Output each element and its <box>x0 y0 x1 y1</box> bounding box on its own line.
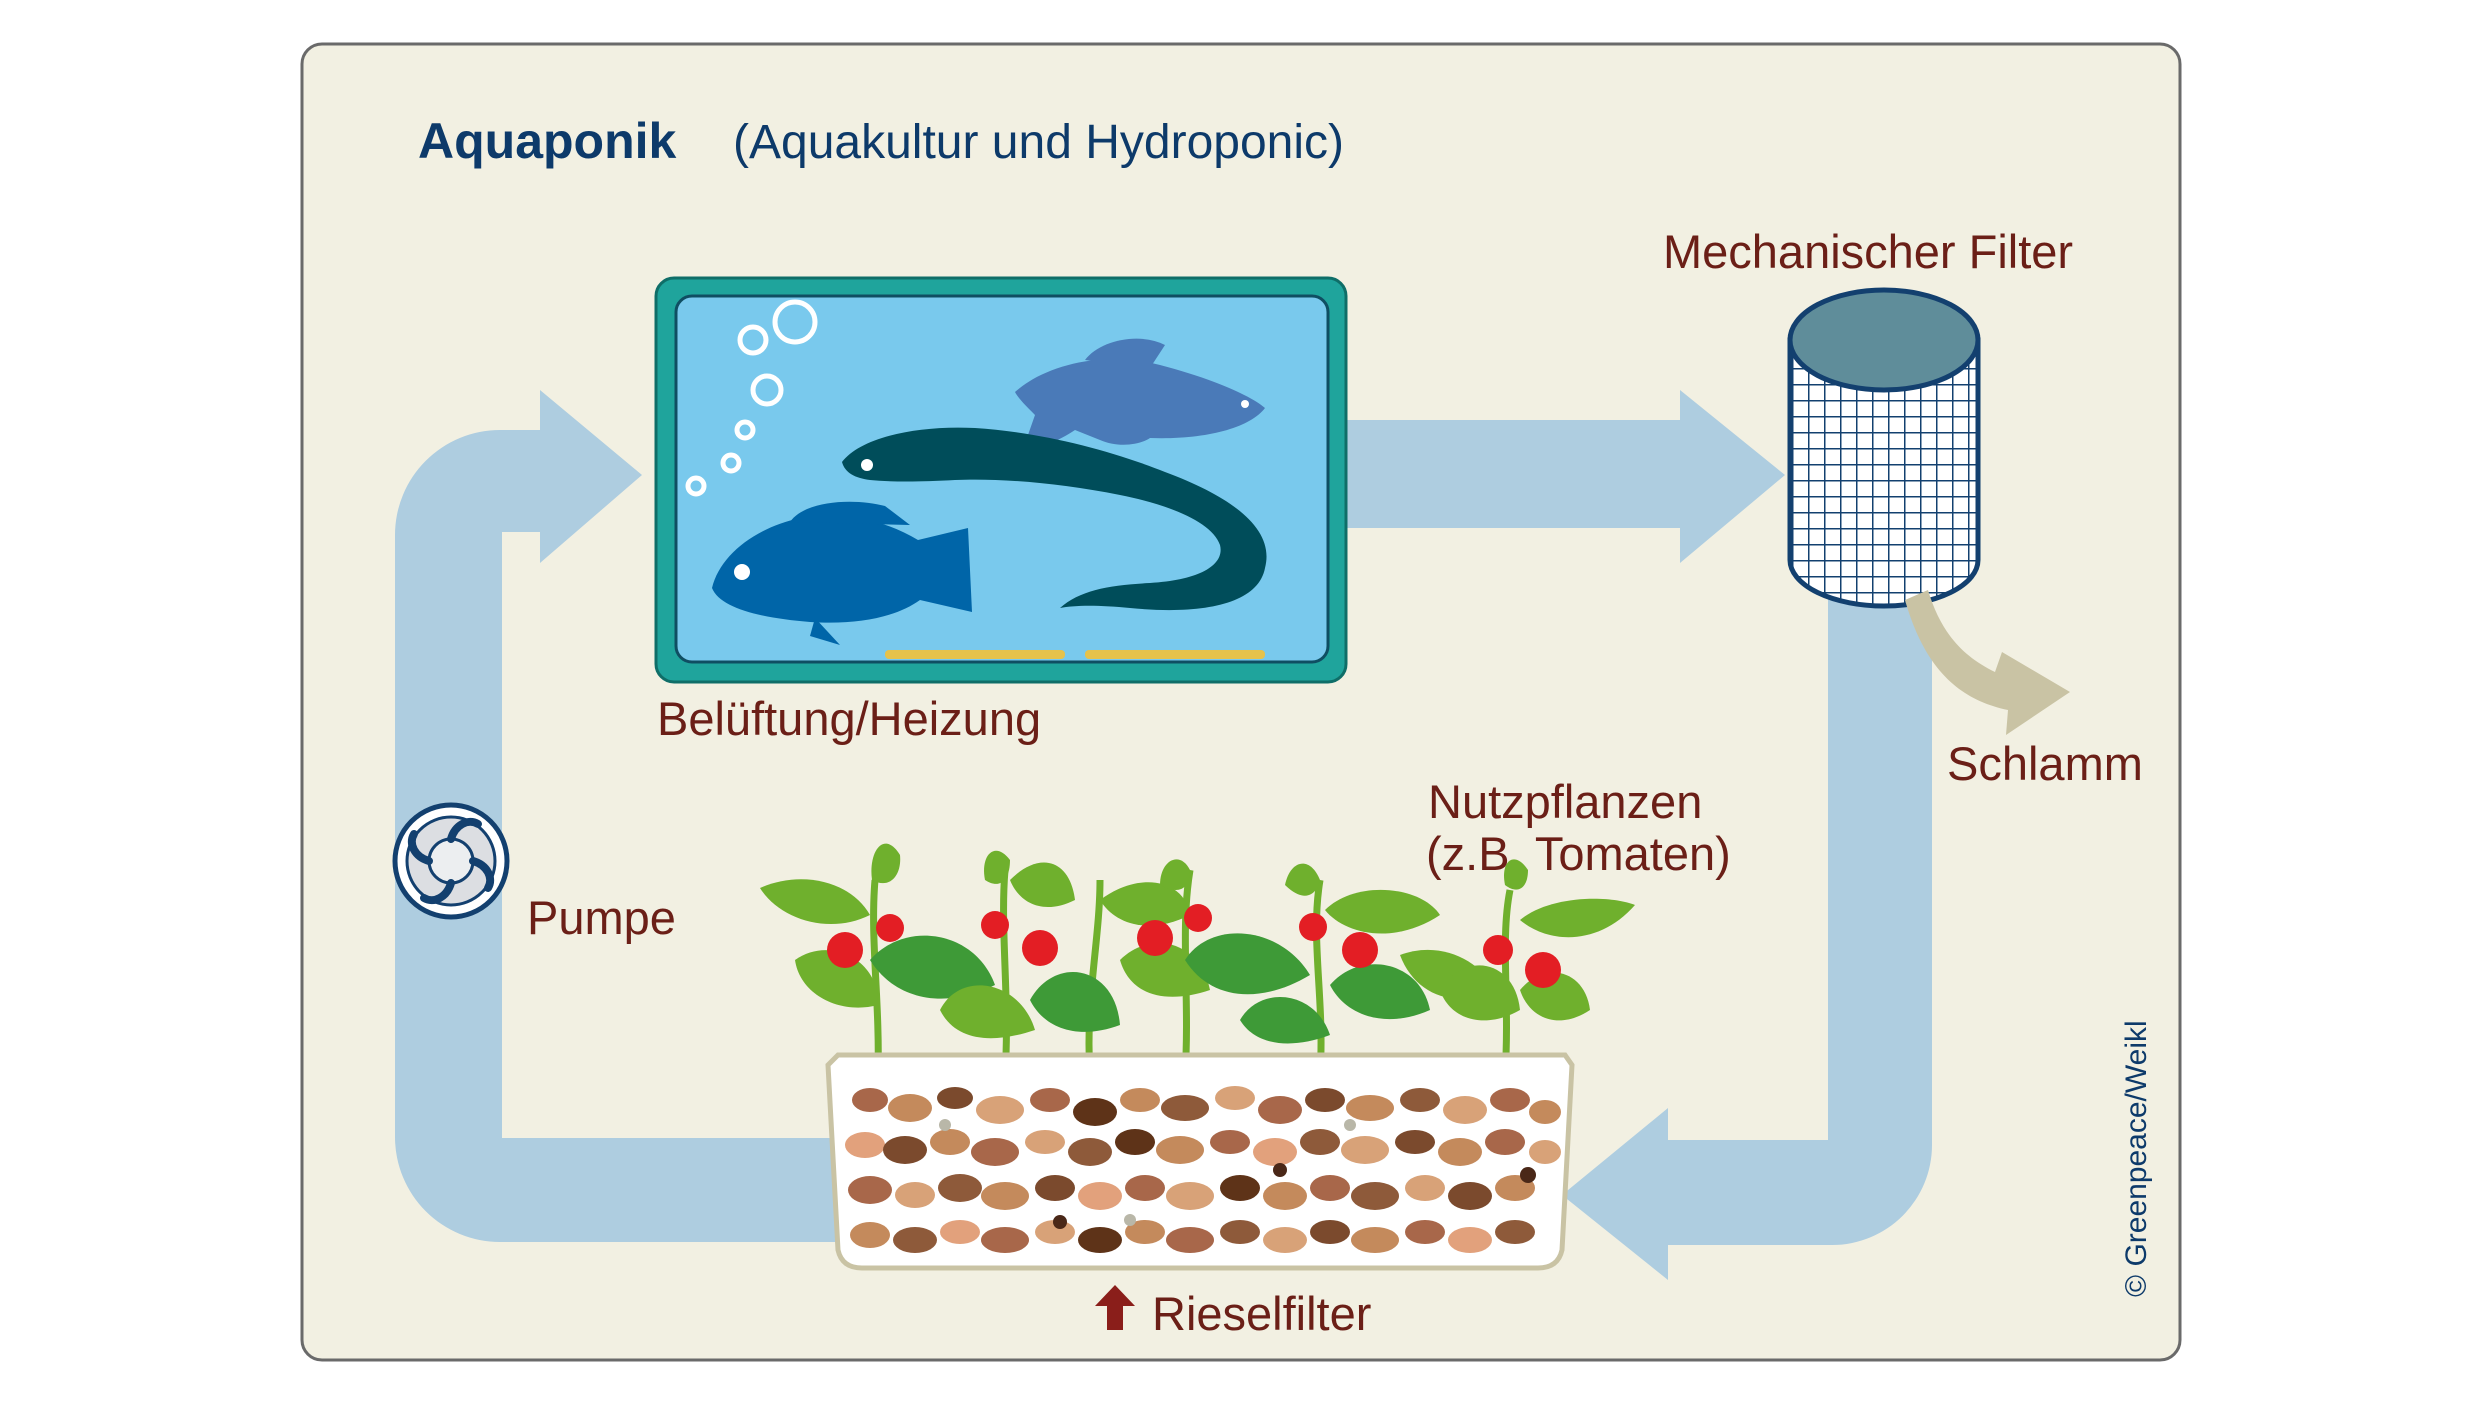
filter-top <box>1787 287 1981 393</box>
up-arrow-icon <box>1095 1285 1135 1330</box>
copyright-label: © Greenpeace/Weikl <box>2120 1020 2153 1297</box>
crops-label-line2: (z.B. Tomaten) <box>1426 827 1731 880</box>
aeration-heating-label: Belüftung/Heizung <box>657 692 1041 745</box>
flow-arrow-to-filter <box>1345 390 1785 563</box>
pump-label: Pumpe <box>527 891 676 944</box>
crops-label-line1: Nutzpflanzen <box>1428 775 1702 828</box>
gravel-stones <box>845 1086 1561 1253</box>
heater-left <box>885 650 1065 659</box>
sludge-arrow <box>1905 590 2070 735</box>
diagram-title: Aquaponik <box>418 113 677 169</box>
big-fish <box>712 501 972 645</box>
heater-right <box>1085 650 1265 659</box>
flow-arrow-to-tray <box>1562 592 1932 1280</box>
bubbles <box>685 299 818 497</box>
small-fish <box>1015 338 1265 452</box>
diagram-subtitle: (Aquakultur und Hydroponic) <box>733 116 1344 169</box>
eel <box>842 427 1267 611</box>
plant-leaves <box>760 843 1635 1044</box>
mechanical-filter <box>1787 287 1981 609</box>
trickle-filter-label: Rieselfilter <box>1152 1287 1371 1340</box>
fish-tank <box>654 276 1348 684</box>
tomato-plants <box>760 843 1635 1076</box>
tomatoes <box>827 904 1561 988</box>
pump-icon <box>392 802 510 920</box>
sludge-label: Schlamm <box>1947 737 2143 790</box>
gravel-tray <box>825 1052 1575 1271</box>
mechanical-filter-label: Mechanischer Filter <box>1663 225 2073 278</box>
